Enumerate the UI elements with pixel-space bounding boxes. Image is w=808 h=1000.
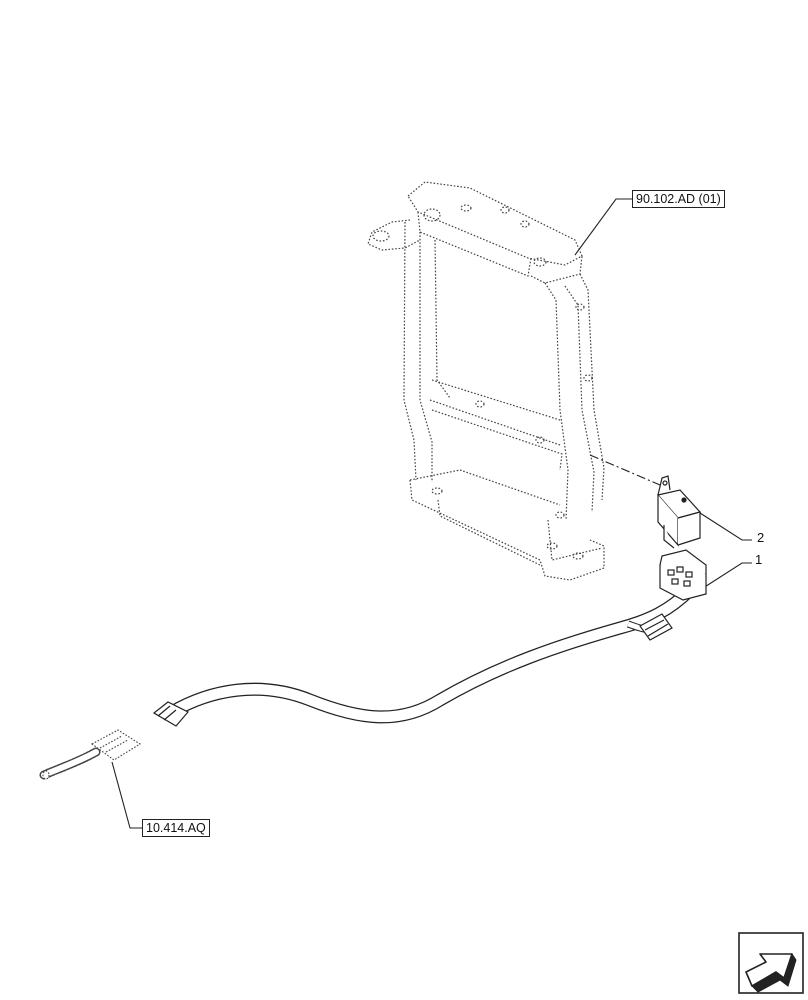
support-frame [367, 181, 605, 581]
leader-lines [111, 198, 752, 829]
next-page-arrow-icon[interactable] [738, 932, 804, 994]
callout-item-1: 1 [755, 552, 763, 567]
harness-reference-label[interactable]: 10.414.AQ [142, 819, 210, 837]
frame-reference-label[interactable]: 90.102.AD (01) [632, 190, 725, 208]
callout-item-2: 2 [757, 530, 765, 545]
relay [656, 475, 702, 549]
mating-connector [39, 729, 142, 780]
wire-harness [152, 549, 707, 727]
